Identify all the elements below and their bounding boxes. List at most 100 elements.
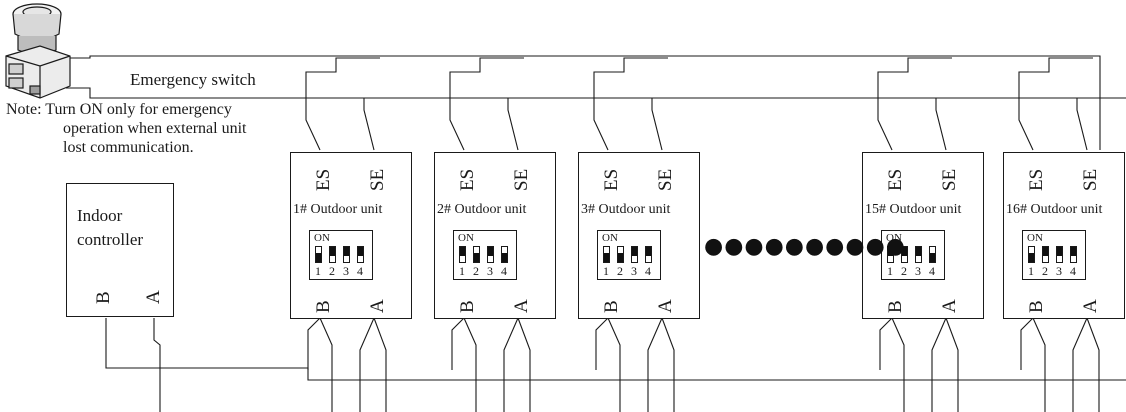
a-drop-wire [503,317,519,412]
es-wire [877,57,952,151]
dip-number: 2 [901,264,907,278]
terminal-es: ES [601,168,622,191]
terminal-se: SE [367,168,388,191]
dip-toggle [915,246,922,263]
terminal-se: SE [1080,168,1101,191]
outdoor-unit-label: 2# Outdoor unit [437,202,526,218]
a-drop-wire-2 [517,317,531,412]
a-drop-wire [359,317,375,412]
terminal-a: A [655,299,676,313]
outdoor-unit-number: 2# [437,202,455,217]
dip-toggle [645,246,652,263]
outdoor-unit-number: 3# [581,202,599,217]
emergency-stop-button-icon [0,0,76,104]
dip-number: 1 [603,264,609,278]
indoor-controller-label-2: controller [77,230,144,249]
dip-toggle [1042,246,1049,263]
se-wire [651,98,663,151]
dip-number: 2 [617,264,623,278]
b-wire [879,317,893,370]
terminal-a: A [511,299,532,313]
dip-toggle-off [604,253,609,262]
dip-number: 3 [487,264,493,278]
es-wire [1018,57,1093,151]
terminal-b: B [601,300,622,313]
b-drop-wire [463,317,477,412]
dip-toggle [329,246,336,263]
emergency-switch-label: Emergency switch [130,70,256,89]
indoor-terminal-a: A [143,290,164,304]
dip-toggle [1070,246,1077,263]
dip-toggle-on [1057,247,1062,256]
a-drop-wire-2 [945,317,959,412]
dip-number: 2 [329,264,335,278]
indoor-terminal-b: B [93,291,114,304]
note-line-2: operation when external unit [63,120,247,137]
terminal-a: A [1080,299,1101,313]
dip-toggle [887,246,894,263]
dip-number: 1 [315,264,321,278]
dip-number: 2 [473,264,479,278]
dip-toggle-on [358,247,363,256]
dip-number: 4 [645,264,651,278]
se-wire [363,98,375,151]
terminal-es: ES [885,168,906,191]
note-line-3: lost communication. [63,139,194,156]
terminal-a: A [367,299,388,313]
dip-number: 4 [929,264,935,278]
dip-toggle [473,246,480,263]
b-drop-wire [891,317,905,412]
dip-on-label: ON [602,232,618,244]
outdoor-unit-number: 1# [293,202,311,217]
dip-toggle-off [316,253,321,262]
dip-toggle-on [460,247,465,256]
es-wire [305,57,380,151]
se-bus [66,87,1126,99]
dip-number: 4 [1070,264,1076,278]
dip-number: 3 [631,264,637,278]
dip-toggle [315,246,322,263]
dip-toggle [1056,246,1063,263]
dip-on-label: ON [458,232,474,244]
b-wire [451,317,465,370]
dip-number: 4 [501,264,507,278]
dip-number: 3 [343,264,349,278]
a-drop-wire [1072,317,1088,412]
dip-toggle [343,246,350,263]
es-bus [66,55,1101,150]
terminal-b: B [885,300,906,313]
dip-on-label: ON [1027,232,1043,244]
b-wire [595,317,609,370]
a-drop-wire [647,317,663,412]
more-units-ellipsis: ●●●●●●●●●● [704,234,906,259]
outdoor-unit-label: 15# Outdoor unit [865,202,961,218]
outdoor-unit-text: Outdoor unit [889,202,962,217]
indoor-controller-label-1: Indoor [77,206,123,225]
dip-on-label: ON [314,232,330,244]
se-wire [1076,98,1088,151]
dip-number: 3 [1056,264,1062,278]
dip-toggle [487,246,494,263]
terminal-se: SE [655,168,676,191]
terminal-a: A [939,299,960,313]
terminal-es: ES [313,168,334,191]
dip-toggle-on [1043,247,1048,256]
dip-toggle-on [646,247,651,256]
note-line-1: Note: Turn ON only for emergency [6,101,232,118]
b-wire [1020,317,1034,370]
outdoor-unit-text: Outdoor unit [1030,202,1103,217]
dip-number: 1 [1028,264,1034,278]
outdoor-unit-number: 16# [1006,202,1031,217]
dip-number: 1 [459,264,465,278]
outdoor-unit-label: 1# Outdoor unit [293,202,382,218]
dip-on-label: ON [886,232,902,244]
b-wire [307,317,321,370]
